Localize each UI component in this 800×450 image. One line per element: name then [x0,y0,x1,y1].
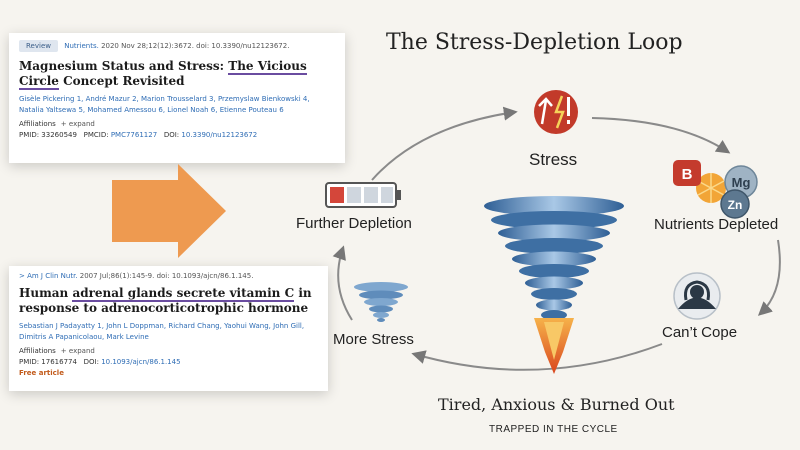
identifier-row: PMID: 17616774 DOI: 10.1093/ajcn/86.1.14… [19,358,318,366]
node-label-more-stress: More Stress [333,331,414,348]
node-label-cant-cope: Can’t Cope [662,324,738,341]
author-link[interactable]: Natalia Yaltsewa 5 [19,106,83,114]
affiliations-row: Affiliations + expand [19,120,335,128]
citation-line: > Am J Clin Nutr. 2007 Jul;86(1):145-9. … [19,272,318,280]
title-underline: adrenal glands secrete vitamin C [72,286,295,302]
pmid-text: PMID: 33260549 [19,131,77,139]
author-link[interactable]: André Mazur 2 [85,95,137,103]
arrow-cantcope-to-morestress [411,343,663,371]
review-badge: Review [19,40,58,52]
pmcid-label: PMCID: [83,131,109,139]
affiliations-label: Affiliations [19,120,56,128]
journal-link[interactable]: > Am J Clin Nutr. [19,272,78,280]
tornado-icon [484,196,624,374]
pmid-text: PMID: 17616774 [19,358,77,366]
low-battery-icon [325,182,401,208]
arrow-nutrients-to-cantcope [757,239,781,316]
author-link[interactable]: John L Doppman [106,322,164,330]
author-link[interactable]: Dimitris A Papanicolaou [19,333,102,341]
expand-button[interactable]: + expand [60,120,95,128]
big-arrow-icon [112,164,226,258]
expand-button[interactable]: + expand [60,347,95,355]
pmcid-link[interactable]: PMC7761127 [110,131,158,139]
author-link[interactable]: John Gill [273,322,302,330]
vitamin-b-label: B [682,166,693,183]
doi-label: DOI: [83,358,99,366]
doi-label: DOI: [163,131,180,139]
author-link[interactable]: Mark Levine [106,333,149,341]
affiliations-label: Affiliations [19,347,56,355]
arrow-stress-to-nutrients [591,117,731,154]
author-link[interactable]: Gisèle Pickering 1 [19,95,82,103]
stress-icon [534,90,578,134]
diagram-title: The Stress-Depletion Loop [386,30,683,55]
free-article-badge: Free article [19,369,64,377]
author-link[interactable]: Marion Trousselard 3 [140,95,214,103]
magnesium-label: Mg [732,175,751,190]
overwhelmed-person-icon [673,272,721,320]
author-link[interactable]: Przemyslaw Bienkowski 4 [217,95,308,103]
node-label-nutrients-depleted: Nutrients Depleted [654,216,779,233]
outcome-title: Tired, Anxious & Burned Out [438,395,675,414]
author-link[interactable]: Yaohui Wang [224,322,269,330]
citation-text: 2020 Nov 28;12(12):3672. doi: 10.3390/nu… [101,42,290,50]
title-underline: The Vicious Circle [19,59,307,90]
outcome-caption: TRAPPED IN THE CYCLE [489,424,618,435]
affiliations-row: Affiliations + expand [19,347,318,355]
arrow-depletion-to-stress [371,106,518,181]
author-link[interactable]: Mohamed Amessou 6 [87,106,163,114]
article-title: Human adrenal glands secrete vitamin C i… [19,286,312,315]
node-label-stress: Stress [529,150,578,169]
journal-link[interactable]: Nutrients. [64,42,99,50]
arrow-morestress-to-depletion [332,245,353,321]
identifier-row: PMID: 33260549 PMCID: PMC7761127 DOI: 10… [19,131,335,139]
citation-line: Review Nutrients. 2020 Nov 28;12(12):367… [19,40,335,52]
author-link[interactable]: Sebastian J Padayatty 1 [19,322,102,330]
citation-text: 2007 Jul;86(1):145-9. doi: 10.1093/ajcn/… [79,272,254,280]
nutrients-icon: B Mg Zn [673,160,758,219]
doi-link[interactable]: 10.3390/nu12123672 [181,131,258,139]
doi-link[interactable]: 10.1093/ajcn/86.1.145 [101,358,181,366]
author-list: Sebastian J Padayatty 1, John L Doppman,… [19,322,305,341]
paper-card-magnesium: Review Nutrients. 2020 Nov 28;12(12):367… [9,33,345,163]
author-link[interactable]: Etienne Pouteau 6 [219,106,284,114]
zinc-label: Zn [728,198,743,212]
author-list: Gisèle Pickering 1, André Mazur 2, Mario… [19,95,310,114]
article-title: Magnesium Status and Stress: The Vicious… [19,59,307,90]
node-label-further-depletion: Further Depletion [296,215,412,232]
author-link[interactable]: Lionel Noah 6 [167,106,216,114]
paper-card-vitamin-c: > Am J Clin Nutr. 2007 Jul;86(1):145-9. … [9,266,328,391]
author-link[interactable]: Richard Chang [168,322,220,330]
small-tornado-icon [354,282,408,322]
